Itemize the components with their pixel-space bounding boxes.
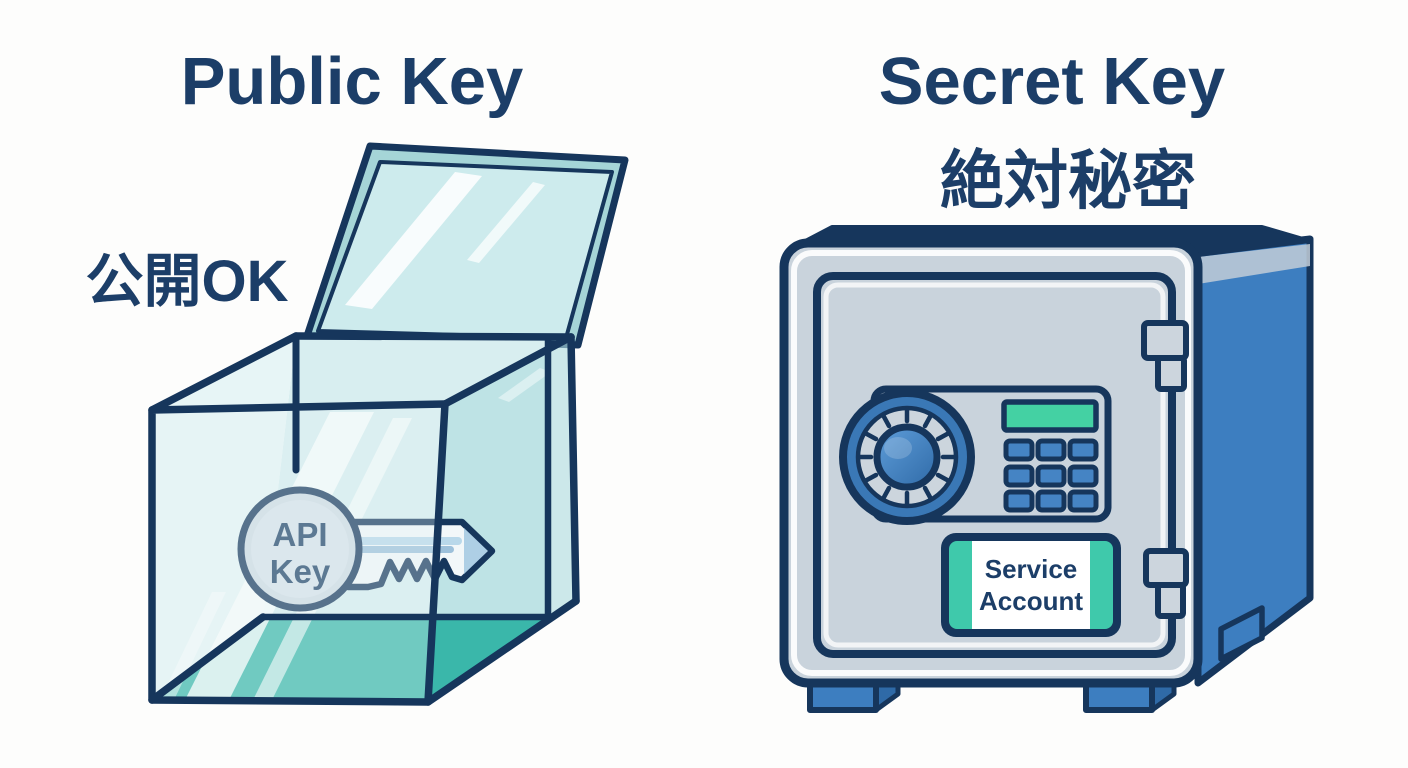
public-ok-label: 公開OK — [85, 249, 288, 314]
public-key-title: Public Key — [181, 44, 524, 119]
safe-hinge-top — [1141, 320, 1189, 392]
glass-box-lid-icon — [303, 142, 629, 349]
safe-icon: Service Account — [779, 225, 1314, 713]
api-key-icon: API Key — [237, 486, 496, 612]
safe-hinge-bottom — [1143, 548, 1189, 619]
keypad-display — [1001, 399, 1099, 433]
dial-knob — [873, 423, 941, 491]
key-label-line1: API — [272, 516, 327, 553]
service-account-plate: Service Account — [941, 533, 1121, 637]
glass-box-edges — [148, 332, 580, 706]
plate-label-line2: Account — [979, 586, 1083, 616]
key-tip — [464, 528, 488, 574]
combination-dial-icon — [839, 389, 975, 525]
public-key-panel: Public Key 公開OK — [85, 44, 629, 706]
safe-back-foot — [1218, 605, 1265, 662]
box-right-wall — [428, 337, 576, 702]
key-label-line2: Key — [270, 553, 331, 590]
keypad-buttons — [1003, 438, 1099, 513]
safe-door-outline — [813, 272, 1176, 658]
plate-label-line1: Service — [985, 554, 1078, 584]
dial-ticks — [856, 406, 958, 508]
secret-key-panel: Secret Key 絶対秘密 — [779, 44, 1314, 713]
keypad-icon — [1001, 399, 1099, 513]
secret-key-subtitle: 絶対秘密 — [940, 145, 1196, 217]
lid-reflection-streak — [345, 172, 482, 309]
secret-key-title: Secret Key — [879, 44, 1225, 119]
